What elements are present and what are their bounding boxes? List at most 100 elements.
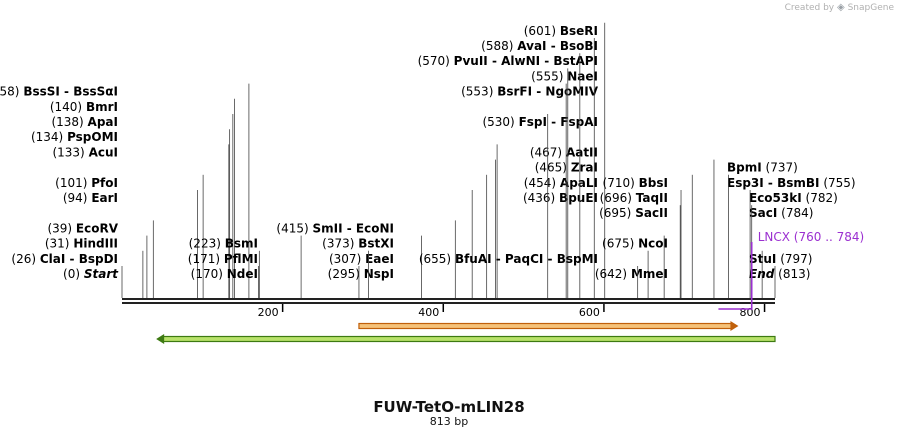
enzyme-site[interactable]: (158) BssSI - BssSαI xyxy=(0,83,250,298)
enzyme-position: (675) xyxy=(602,237,634,251)
enzyme-site[interactable]: (710) BbsI xyxy=(603,174,693,298)
enzyme-site[interactable]: (530) FspI - FspAI xyxy=(482,114,598,298)
enzyme-position: (797) xyxy=(780,252,812,266)
enzyme-site[interactable]: (695) SacII xyxy=(599,205,681,298)
enzyme-position: (134) xyxy=(31,130,63,144)
enzyme-name: PfoI xyxy=(91,176,118,190)
enzyme-position: (642) xyxy=(595,267,627,281)
enzyme-name: BmrI xyxy=(86,100,118,114)
enzyme-site[interactable]: (134) PspOMI xyxy=(31,129,231,298)
enzyme-position: (813) xyxy=(778,267,810,281)
enzyme-site[interactable]: End (813) xyxy=(749,266,810,298)
map-title: FUW-TetO-mLIN28 xyxy=(373,398,525,416)
enzyme-name: ApaI xyxy=(88,115,118,129)
enzyme-label: (0) Start xyxy=(63,267,119,281)
enzyme-name: EcoRV xyxy=(76,221,119,235)
enzyme-site[interactable]: (171) PflMI xyxy=(188,250,260,298)
enzyme-position: (782) xyxy=(806,191,838,205)
enzyme-name: BsmI xyxy=(225,237,258,251)
enzyme-position: (553) xyxy=(461,85,493,99)
enzyme-label: (26) ClaI - BspDI xyxy=(11,252,118,266)
backbone-bottom-strand xyxy=(122,302,775,304)
enzyme-name: PflMI xyxy=(224,252,258,266)
enzyme-site[interactable]: (467) AatII xyxy=(496,144,598,298)
enzyme-site[interactable]: (39) EcoRV xyxy=(47,220,154,298)
enzyme-position: (101) xyxy=(55,176,87,190)
enzyme-site[interactable]: (553) BsrFI - NgoMIV xyxy=(461,83,599,298)
enzyme-site[interactable]: (415) SmII - EcoNI xyxy=(276,220,456,298)
enzyme-position: (737) xyxy=(766,161,798,175)
enzyme-name: HindIII xyxy=(73,237,118,251)
enzyme-site[interactable]: Eco53kI (782) xyxy=(749,190,838,298)
enzyme-label: (467) AatII xyxy=(530,145,598,159)
enzyme-site[interactable]: StuI (797) xyxy=(749,250,813,298)
enzyme-label: (94) EarI xyxy=(63,191,118,205)
enzyme-site[interactable]: Esp3I - BsmBI (755) xyxy=(727,174,856,298)
enzyme-site[interactable]: (555) NaeI xyxy=(531,68,598,298)
scale-tick-label: 600 xyxy=(579,306,600,319)
enzyme-label: (465) ZraI xyxy=(535,161,598,175)
enzyme-label: BpmI (737) xyxy=(727,161,798,175)
enzyme-label: (101) PfoI xyxy=(55,176,118,190)
enzyme-site[interactable]: BpmI (737) xyxy=(713,159,798,298)
enzyme-position: (467) xyxy=(530,145,562,159)
enzyme-site[interactable]: (140) BmrI xyxy=(50,98,235,298)
enzyme-name: NdeI xyxy=(227,267,258,281)
enzyme-name: BstXI xyxy=(358,237,394,251)
enzyme-site[interactable]: (465) ZraI xyxy=(495,159,598,298)
enzyme-site[interactable]: (0) Start xyxy=(63,266,123,298)
enzyme-label: (655) BfuAI - PaqCI - BspMI xyxy=(419,252,598,266)
enzyme-name: ApaLI xyxy=(560,176,598,190)
snapgene-credit: Created by ◈ SnapGene xyxy=(785,2,894,13)
enzyme-site[interactable]: (223) BsmI xyxy=(189,235,302,298)
enzyme-site[interactable]: (373) BstXI xyxy=(322,235,422,298)
enzyme-label: (134) PspOMI xyxy=(31,130,118,144)
enzyme-label: (696) TaqII xyxy=(600,191,668,205)
enzyme-position: (158) xyxy=(0,85,20,99)
snapgene-logo-icon: ◈ xyxy=(837,2,845,13)
enzyme-position: (373) xyxy=(322,237,354,251)
enzyme-name: SacI xyxy=(749,206,777,220)
enzyme-label: (415) SmII - EcoNI xyxy=(276,221,394,235)
enzyme-name: EaeI xyxy=(365,252,394,266)
enzyme-site[interactable]: (170) NdeI xyxy=(191,266,259,298)
enzyme-site[interactable]: (31) HindIII xyxy=(45,235,148,298)
enzyme-name: Eco53kI xyxy=(749,191,802,205)
enzyme-site[interactable]: (696) TaqII xyxy=(600,190,682,298)
enzyme-site[interactable]: (436) BpuEI xyxy=(471,190,598,298)
enzyme-position: (784) xyxy=(781,206,813,220)
enzyme-site[interactable]: (133) AcuI xyxy=(52,144,230,298)
enzyme-site[interactable]: (26) ClaI - BspDI xyxy=(11,250,144,298)
enzyme-position: (655) xyxy=(419,252,451,266)
enzyme-site[interactable]: (138) ApaI xyxy=(51,114,234,298)
enzyme-name: BpuEI xyxy=(559,191,598,205)
enzyme-site[interactable]: SacI (784) xyxy=(749,205,813,298)
orange-arrow-body xyxy=(358,322,734,330)
enzyme-site[interactable]: (601) BseRI xyxy=(524,22,606,298)
enzyme-site[interactable]: (588) AvaI - BsoBI xyxy=(481,38,598,298)
enzyme-site[interactable]: (675) NcoI xyxy=(602,235,668,298)
enzyme-name: AvaI - BsoBI xyxy=(517,39,598,53)
enzyme-site[interactable]: (307) EaeI xyxy=(329,250,394,298)
enzyme-position: (465) xyxy=(535,161,567,175)
enzyme-label: (373) BstXI xyxy=(322,237,394,251)
enzyme-position: (695) xyxy=(599,206,631,220)
enzyme-name: BfuAI - PaqCI - BspMI xyxy=(455,252,598,266)
enzyme-name: StuI xyxy=(749,252,776,266)
enzyme-site[interactable]: (642) MmeI xyxy=(595,266,668,298)
enzyme-site[interactable]: (94) EarI xyxy=(63,190,198,298)
enzyme-position: (138) xyxy=(51,115,83,129)
enzyme-name: Start xyxy=(84,267,119,281)
enzyme-position: (415) xyxy=(276,221,308,235)
enzyme-site[interactable]: (570) PvuII - AlwNI - BstAPI xyxy=(418,53,598,298)
scale-tick-label: 200 xyxy=(258,306,279,319)
enzyme-position: (530) xyxy=(482,115,514,129)
enzyme-site[interactable]: (295) NspI xyxy=(328,266,394,298)
enzyme-position: (133) xyxy=(52,145,84,159)
enzyme-position: (555) xyxy=(531,69,563,83)
enzyme-site[interactable]: (101) PfoI xyxy=(55,174,204,298)
enzyme-label: End (813) xyxy=(749,267,810,281)
enzyme-site[interactable]: (655) BfuAI - PaqCI - BspMI xyxy=(419,250,649,298)
enzyme-label: (170) NdeI xyxy=(191,267,258,281)
enzyme-position: (94) xyxy=(63,191,88,205)
